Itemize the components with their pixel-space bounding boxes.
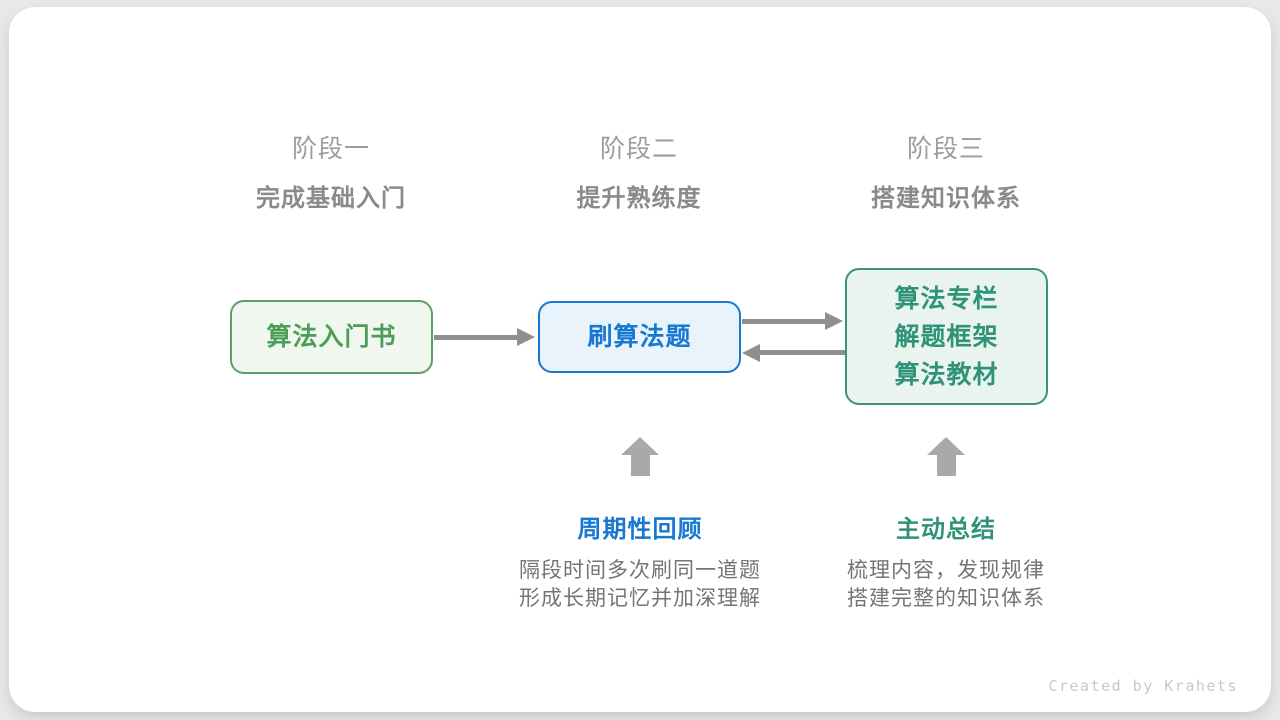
arrow-up-icon — [927, 437, 965, 476]
arrow-head-right-icon — [825, 312, 843, 330]
node-practice-problems-label: 刷算法题 — [587, 323, 692, 351]
annotation-review-line-1: 隔段时间多次刷同一道题 — [519, 559, 761, 582]
arrow-up-head — [927, 437, 965, 455]
annotation-summary-title: 主动总结 — [896, 516, 996, 543]
node-knowledge-line-2: 解题框架 — [894, 322, 999, 351]
node-knowledge-system: 算法专栏 解题框架 算法教材 — [845, 268, 1048, 405]
annotation-summary-line-1: 梳理内容，发现规律 — [847, 559, 1045, 582]
arrow-line — [742, 319, 826, 324]
node-knowledge-line-1: 算法专栏 — [894, 284, 999, 313]
node-knowledge-line-3: 算法教材 — [894, 360, 999, 389]
credit-text: Created by Krahets — [1048, 677, 1238, 695]
arrow-head-left-icon — [742, 344, 760, 362]
stage-1-label: 阶段一 — [291, 135, 371, 163]
arrow-up-icon — [621, 437, 659, 476]
stage-3-subtitle: 搭建知识体系 — [871, 185, 1021, 212]
stage-1-subtitle: 完成基础入门 — [256, 185, 406, 212]
stage-3-label: 阶段三 — [906, 135, 986, 163]
node-intro-book-label: 算法入门书 — [266, 323, 397, 351]
node-intro-book: 算法入门书 — [230, 300, 433, 374]
annotation-summary-line-2: 搭建完整的知识体系 — [847, 587, 1045, 610]
annotation-review-title: 周期性回顾 — [577, 516, 703, 543]
annotation-review-line-2: 形成长期记忆并加深理解 — [519, 587, 761, 610]
arrow-up-stem — [936, 455, 956, 476]
arrow-head-right-icon — [517, 328, 535, 346]
arrow-line — [760, 350, 845, 355]
arrow-up-stem — [630, 455, 650, 476]
arrow-line — [434, 335, 518, 340]
stage-2-label: 阶段二 — [599, 135, 679, 163]
node-practice-problems: 刷算法题 — [538, 301, 741, 373]
stage-2-subtitle: 提升熟练度 — [576, 185, 702, 212]
annotation-review-description: 隔段时间多次刷同一道题 形成长期记忆并加深理解 — [519, 557, 761, 613]
annotation-summary-description: 梳理内容，发现规律 搭建完整的知识体系 — [847, 557, 1045, 613]
arrow-up-head — [621, 437, 659, 455]
